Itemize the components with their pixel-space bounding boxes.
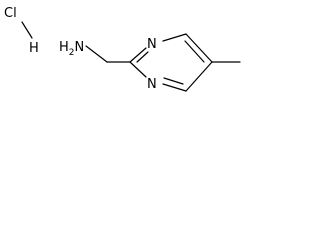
bond-c4-n3-inner: [163, 77, 184, 85]
bond-c2-n1: [129, 47, 147, 63]
bond-n3-c2: [129, 61, 147, 78]
chemical-structure: Cl H H2N N N: [4, 6, 241, 92]
bond-h-cl: [21, 21, 33, 39]
atom-hydrogen: H: [29, 41, 39, 56]
bond-c6-c5-inner: [184, 40, 205, 63]
pyrimidine-ring: N N: [129, 33, 213, 92]
bond-n-ch2: [85, 45, 108, 63]
aminomethyl-group: H2N: [59, 40, 131, 63]
bond-c6-c5: [185, 33, 213, 63]
bond-c5-c4: [185, 61, 213, 92]
bond-c4-n3: [162, 83, 187, 92]
atom-ring-nitrogen-top: N: [147, 37, 157, 52]
atom-ring-nitrogen-bottom: N: [147, 77, 157, 92]
bond-n1-c6: [162, 33, 187, 42]
hydrochloride-salt: Cl H: [4, 6, 39, 56]
atom-amine-nitrogen: H2N: [59, 40, 84, 58]
atom-chlorine: Cl: [4, 6, 17, 21]
bond-c2-n1-inner: [136, 51, 149, 63]
